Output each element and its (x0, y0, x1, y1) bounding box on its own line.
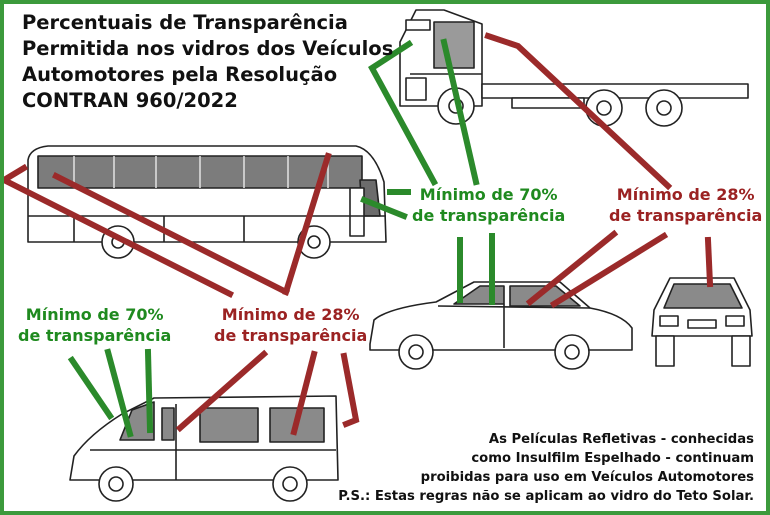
red-pointer-lines (4, 32, 714, 436)
label-green-top-line2: de transparência (412, 206, 566, 225)
label-red-mid: Mínimo de 28% de transparência (214, 304, 367, 346)
label-red-top-line2: de transparência (609, 206, 763, 225)
title-line-4: CONTRAN 960/2022 (22, 89, 238, 112)
note-line-2: como Insulfilm Espelhado - continuam (471, 451, 754, 466)
note-line-4: P.S.: Estas regras não se aplicam ao vid… (338, 489, 754, 504)
footnote: As Películas Refletivas - conhecidas com… (338, 430, 754, 506)
note-line-1: As Películas Refletivas - conhecidas (488, 432, 754, 447)
label-red-mid-line2: de transparência (214, 326, 368, 345)
title-line-3: Automotores pela Resolução (22, 63, 338, 86)
title-line-1: Percentuais de Transparência (22, 11, 348, 34)
label-red-mid-line1: Mínimo de 28% (221, 305, 360, 324)
green-pointer-lines (67, 38, 495, 438)
label-green-top: Mínimo de 70% de transparência (412, 184, 565, 226)
bus-illustration (27, 145, 387, 259)
label-red-top: Mínimo de 28% de transparência (609, 184, 762, 226)
car-rear-illustration (651, 277, 753, 367)
label-red-top-line1: Mínimo de 28% (616, 185, 755, 204)
label-green-top-line1: Mínimo de 70% (419, 185, 558, 204)
van-illustration (69, 395, 339, 502)
sedan-illustration (369, 281, 633, 370)
title-line-2: Permitida nos vidros dos Veículos (22, 37, 394, 60)
label-green-left-line2: de transparência (18, 326, 172, 345)
note-line-3: proibidas para uso em Veículos Automotor… (420, 470, 754, 485)
label-green-left: Mínimo de 70% de transparência (18, 304, 171, 346)
vehicle-illustrations (4, 9, 753, 502)
page-title: Percentuais de Transparência Permitida n… (22, 10, 393, 114)
label-green-left-line1: Mínimo de 70% (25, 305, 164, 324)
